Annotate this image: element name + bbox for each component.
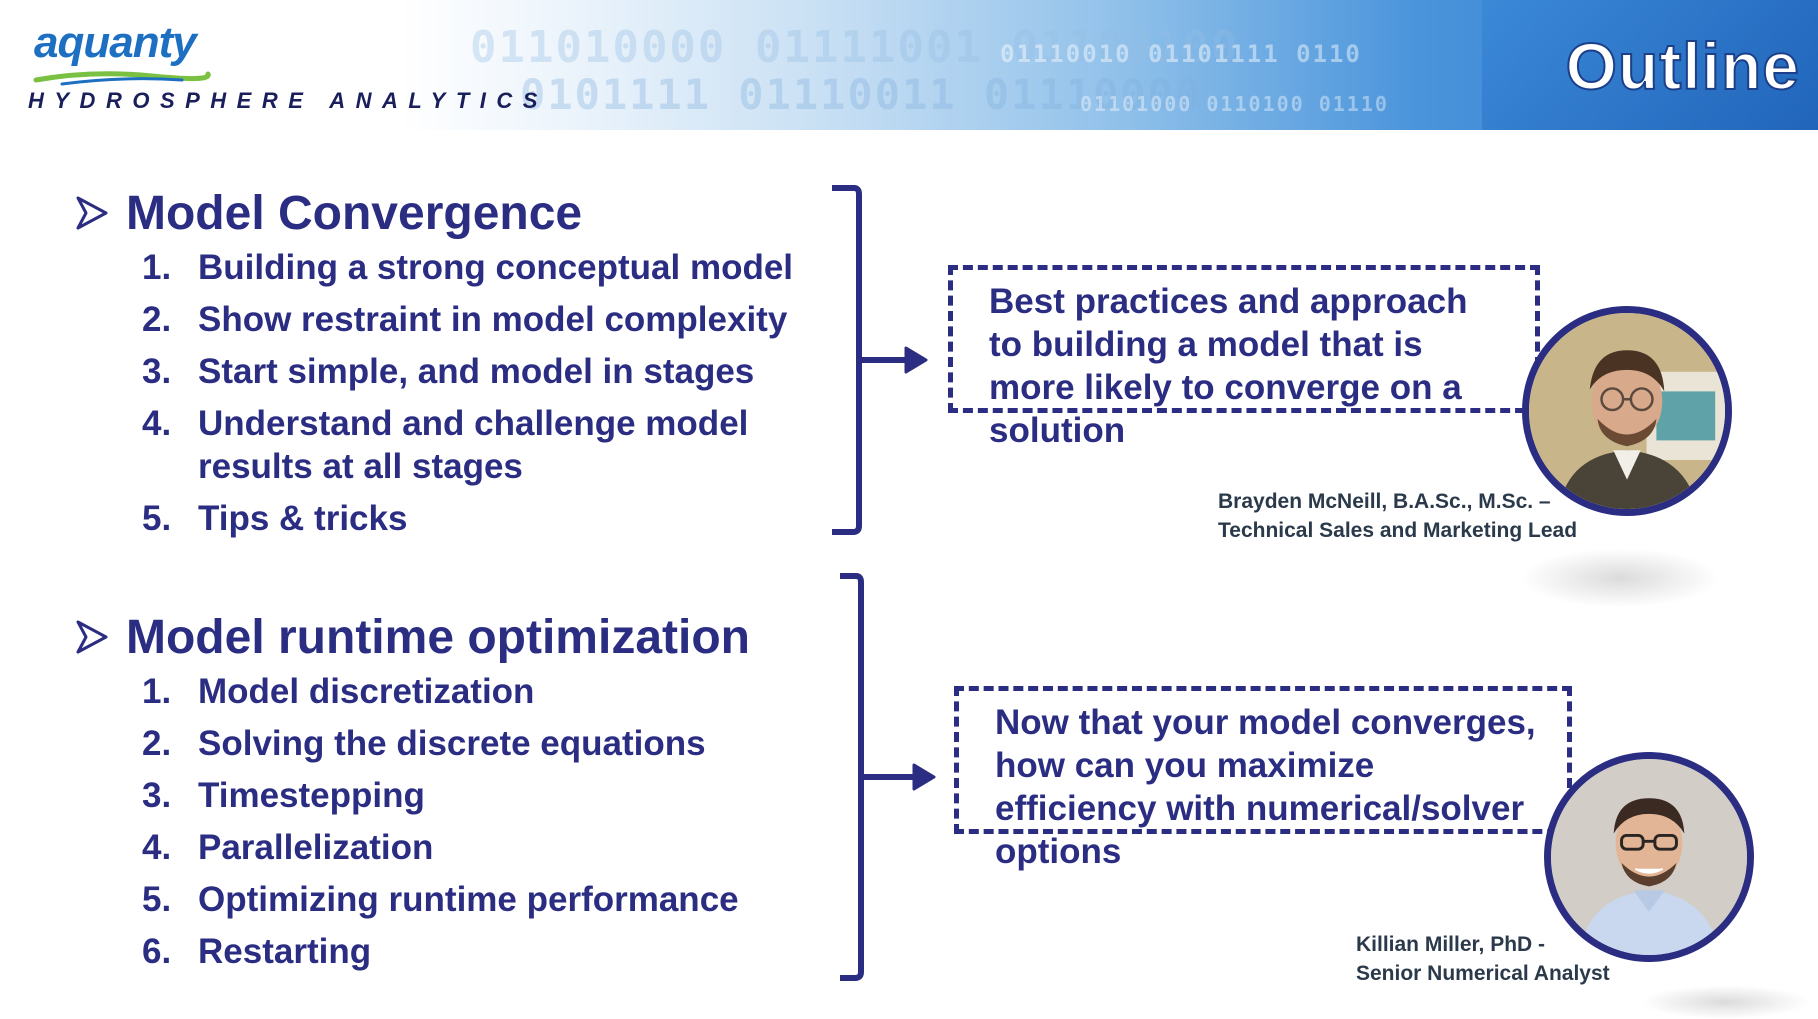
section-heading: Model Convergence [72, 182, 838, 244]
presenter-caption-brayden: Brayden McNeill, B.A.Sc., M.Sc. – Techni… [1218, 487, 1577, 545]
item-number: 5. [142, 499, 172, 538]
item-number: 3. [142, 776, 172, 815]
list-item: 2. Show restraint in model complexity [142, 298, 838, 341]
section-title: Model Convergence [126, 186, 583, 240]
item-text: Show restraint in model complexity [198, 300, 788, 339]
section-title: Model runtime optimization [126, 610, 750, 664]
binary-decoration: 011010000 01111001 01100100 [470, 22, 1240, 73]
item-text: Solving the discrete equations [198, 724, 706, 763]
logo-wordmark: aquanty [34, 18, 197, 67]
company-logo: aquanty HYDROSPHERE ANALYTICS [28, 18, 537, 118]
item-text: Timestepping [198, 776, 425, 815]
presenter-role: Senior Numerical Analyst [1356, 962, 1610, 985]
slide-title: Outline [1565, 28, 1800, 104]
section-heading: Model runtime optimization [72, 606, 838, 668]
person-photo-icon [1529, 313, 1725, 509]
item-text: Parallelization [198, 828, 434, 867]
item-number: 2. [142, 724, 172, 763]
item-text: Tips & tricks [198, 499, 408, 538]
binary-decoration: 01101000 0110100 01110 [1080, 92, 1389, 116]
list-item: 3. Start simple, and model in stages [142, 350, 838, 393]
bracket-arrow-2-icon [840, 573, 936, 981]
avatar-shadow [1640, 985, 1810, 1019]
summary-box-runtime: Now that your model converges, how can y… [954, 686, 1572, 871]
presenter-avatar-brayden [1522, 306, 1732, 516]
list-item: 5. Optimizing runtime performance [142, 878, 838, 921]
item-number: 1. [142, 248, 172, 287]
section-runtime-optimization: Model runtime optimization 1. Model discr… [72, 606, 838, 982]
binary-decoration: 0101111 01110011 01110000 [520, 70, 1203, 119]
title-panel [1482, 0, 1818, 130]
list-item: 4. Parallelization [142, 826, 838, 869]
logo-swoosh-icon [33, 71, 211, 86]
item-number: 4. [142, 404, 172, 443]
presenter-caption-killian: Killian Miller, PhD - Senior Numerical A… [1356, 930, 1610, 988]
presenter-role: Technical Sales and Marketing Lead [1218, 519, 1578, 542]
arrow-bullet-icon [76, 196, 108, 230]
presenter-avatar-killian [1544, 752, 1754, 962]
item-text: Understand and challenge model results a… [198, 404, 749, 486]
runtime-list: 1. Model discretization 2. Solving the dis… [142, 670, 838, 973]
item-text: Optimizing runtime performance [198, 880, 739, 919]
item-number: 5. [142, 880, 172, 919]
header-banner: 011010000 01111001 01100100 0101111 0111… [0, 0, 1818, 130]
list-item: 4. Understand and challenge model results… [142, 402, 838, 488]
item-number: 2. [142, 300, 172, 339]
item-text: Model discretization [198, 672, 535, 711]
list-item: 3. Timestepping [142, 774, 838, 817]
person-photo-icon [1551, 759, 1747, 955]
bracket-arrow-1-icon [832, 185, 928, 535]
item-number: 6. [142, 932, 172, 971]
list-item: 2. Solving the discrete equations [142, 722, 838, 765]
presenter-name: Killian Miller, PhD - [1356, 933, 1546, 956]
arrow-bullet-icon [76, 620, 108, 654]
item-text: Building a strong conceptual model [198, 248, 794, 287]
item-number: 1. [142, 672, 172, 711]
list-item: 6. Restarting [142, 930, 838, 973]
item-number: 4. [142, 828, 172, 867]
item-number: 3. [142, 352, 172, 391]
list-item: 1. Building a strong conceptual model [142, 246, 838, 289]
avatar-shadow [1520, 548, 1720, 608]
summary-box-convergence: Best practices and approach to building … [948, 265, 1540, 450]
list-item: 5. Tips & tricks [142, 497, 838, 540]
section-model-convergence: Model Convergence 1. Building a strong co… [72, 182, 838, 549]
item-text: Restarting [198, 932, 372, 971]
convergence-list: 1. Building a strong conceptual model 2. S… [142, 246, 838, 540]
list-item: 1. Model discretization [142, 670, 838, 713]
item-text: Start simple, and model in stages [198, 352, 755, 391]
logo-tagline: HYDROSPHERE ANALYTICS [28, 88, 548, 113]
presenter-name: Brayden McNeill, B.A.Sc., M.Sc. – [1218, 490, 1551, 513]
binary-decoration: 01110010 01101111 0110 [1000, 40, 1362, 68]
